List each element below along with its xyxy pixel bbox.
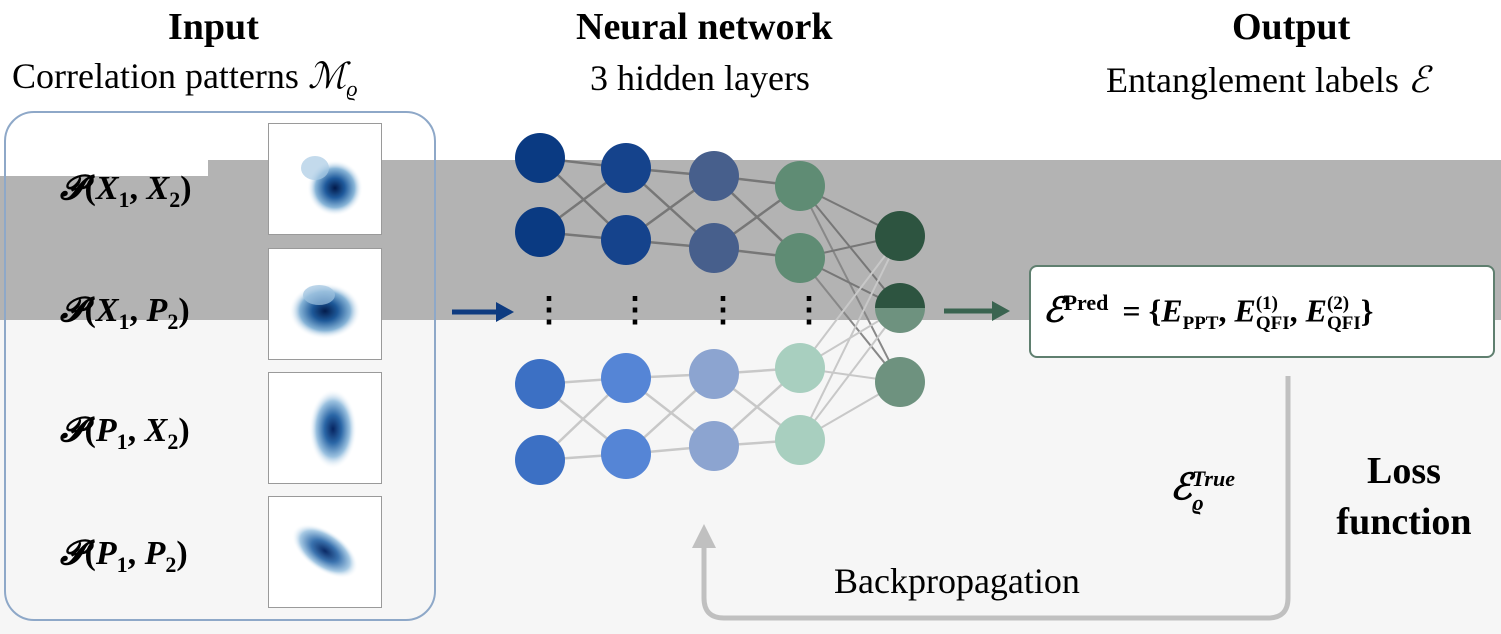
open-brace: { [1148,292,1162,329]
backpropagation-arrow [692,376,1291,621]
hidden3-node [775,161,825,211]
e-ppt-sub: PPT [1182,313,1219,335]
input-node [515,359,565,409]
comma: , [1289,292,1298,329]
heatmap-graphic [289,283,361,339]
network-nodes [515,133,925,485]
pattern-sub-b: 2 [167,308,179,334]
hidden3-node [775,233,825,283]
input-subtitle-text: Correlation patterns [12,56,299,96]
output-node [875,211,925,261]
input-node [515,207,565,257]
correlation-heatmap-x1p2 [268,248,382,360]
pattern-sub-a: 1 [116,551,128,577]
correlation-heatmap-p1x2 [268,372,382,484]
network-subtitle: 3 hidden layers [590,58,810,98]
true-symbol: ℰ [1170,467,1192,507]
true-sub: ϱ [1191,489,1204,515]
input-subtitle-symbol-sub: ϱ [346,76,358,102]
prediction-formula: ℰPred = {EPPT, E(1)QFI, E(2)QFI} [1043,290,1373,335]
e-qfi-1-sup: (1) [1255,293,1278,315]
hidden1-node [601,215,651,265]
hidden3-node [775,343,825,393]
band-notch [0,160,208,176]
loss-line-1: Loss [1367,450,1441,492]
input-node [515,435,565,485]
input-subtitle: Correlation patterns ℳϱ [12,58,358,100]
pattern-var-b: X [144,412,168,449]
output-subtitle: Entanglement labels ℰ [1106,62,1430,98]
pattern-sub-b: 2 [169,186,181,212]
output-node [875,283,925,308]
pattern-func: 𝓟 [60,535,85,572]
hidden3-node [775,415,825,465]
output-subtitle-text: Entanglement labels [1106,60,1399,100]
heatmap-graphic [301,156,363,216]
hidden2-node [689,349,739,399]
pattern-sub-a: 1 [116,428,128,454]
pattern-func: 𝓟 [60,292,85,329]
e-qfi-2-sup: (2) [1326,293,1350,315]
loss-line-2: function [1336,501,1472,543]
pattern-var-a: P [95,412,117,449]
pattern-label-3: 𝓟(P1, X2) [60,412,190,454]
pattern-var-b: X [146,170,170,207]
pattern-label-2: 𝓟(X1, P2) [60,292,190,334]
input-node [515,133,565,183]
pattern-var-b: P [144,535,166,572]
ellipsis-input: ⋮ [532,292,566,329]
comma: , [1218,292,1227,329]
output-heading: Output [1232,6,1351,48]
correlation-heatmap-p1p2 [268,496,382,608]
ellipsis-hidden1: ⋮ [618,292,652,329]
loss-function-label: Loss function [1322,446,1486,548]
hidden1-node [601,429,651,479]
prediction-box [1029,265,1495,358]
output-node [875,357,925,407]
pattern-func: 𝓟 [60,412,85,449]
pred-sup: Pred [1063,290,1109,315]
pattern-label-4: 𝓟(P1, P2) [60,535,188,577]
output-subtitle-symbol: ℰ [1407,60,1430,100]
hidden2-node [689,223,739,273]
pattern-sub-b: 2 [165,551,177,577]
hidden1-node [601,143,651,193]
input-panel [4,111,436,621]
pred-symbol: ℰ [1043,292,1064,330]
input-subtitle-symbol: ℳ [307,56,347,97]
input-heading: Input [168,6,259,48]
pattern-var-a: X [95,292,119,329]
equals-sign: = [1122,292,1141,329]
pattern-sub-a: 1 [118,308,130,334]
hidden1-node [601,353,651,403]
network-heading: Neural network [576,6,833,48]
heatmap-graphic [291,523,359,579]
pattern-label-1: 𝓟(X1, X2) [60,170,192,212]
e-qfi-1-sub: QFI [1255,313,1290,335]
e-qfi-2: E [1305,292,1327,329]
backpropagation-label: Backpropagation [834,561,1080,601]
pattern-func: 𝓟 [60,170,85,207]
ellipsis-hidden2: ⋮ [706,292,740,329]
hidden2-node [689,421,739,471]
input-arrow [452,302,514,322]
output-arrow [944,301,1010,321]
heatmap-graphic [309,389,357,469]
pattern-var-b: P [146,292,168,329]
pattern-var-a: X [95,170,119,207]
e-ppt: E [1161,292,1183,329]
pattern-sub-b: 2 [167,428,179,454]
ellipsis-hidden3: ⋮ [792,292,826,329]
output-node [875,308,925,333]
e-qfi-1: E [1234,292,1256,329]
hidden2-node [689,151,739,201]
e-qfi-2-sub: QFI [1326,313,1361,335]
pattern-sub-a: 1 [118,186,130,212]
correlation-heatmap-x1x2 [268,123,382,235]
close-brace: } [1360,292,1374,329]
pattern-var-a: P [95,535,117,572]
true-sup: True [1191,465,1235,491]
